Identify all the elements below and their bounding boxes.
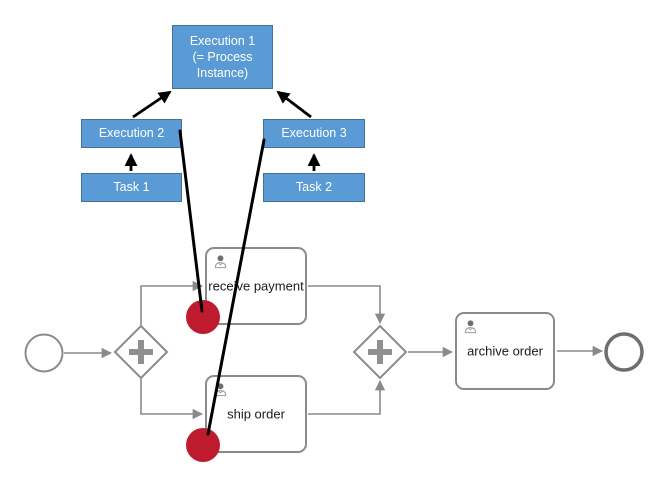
end-event: [604, 332, 644, 372]
execution3-box: Execution 3: [263, 119, 365, 148]
execution1-line3: Instance): [196, 66, 249, 80]
execution1-line1: Execution 1: [189, 34, 256, 48]
task-label: archive order: [467, 343, 543, 359]
user-icon: [213, 254, 228, 274]
execution1-box: Execution 1 (= Process Instance): [172, 25, 273, 89]
execution2-box: Execution 2: [81, 119, 182, 148]
plus-icon: [129, 340, 153, 364]
execution1-line2: (= Process: [192, 50, 253, 64]
task2-box: Task 2: [263, 173, 365, 202]
flow-split-to-ship-order: [140, 379, 204, 420]
task1-box: Task 1: [81, 173, 182, 202]
plus-icon: [368, 340, 392, 364]
execution-marker-ship-order: [186, 428, 220, 462]
user-icon: [463, 319, 478, 339]
task-label: ship order: [227, 406, 285, 422]
parallel-gateway-split: [113, 324, 169, 380]
execution-marker-receive-payment: [186, 300, 220, 334]
start-event: [24, 333, 64, 373]
flow-ship-order-to-join: [308, 379, 386, 415]
arrow-execution2-to-execution1: [132, 90, 172, 119]
task-archive-order: archive order: [455, 312, 555, 390]
parallel-gateway-join: [352, 324, 408, 380]
task-receive-payment: receive payment: [205, 247, 307, 325]
pointer-execution2-to-receive-payment: [178, 129, 204, 313]
user-icon: [213, 382, 228, 402]
task-ship-order: ship order: [205, 375, 307, 453]
arrow-execution3-to-execution1: [276, 90, 312, 119]
flow-receive-payment-to-join: [308, 285, 386, 325]
task-label: receive payment: [208, 278, 304, 294]
